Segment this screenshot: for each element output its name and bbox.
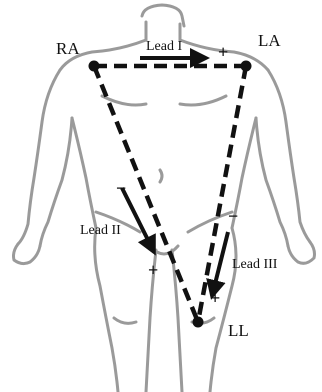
left-arm-inner bbox=[256, 118, 288, 246]
right-arm-outer bbox=[18, 70, 60, 244]
lead-3-label: Lead III bbox=[232, 257, 278, 272]
ll-electrode-dot bbox=[193, 317, 204, 328]
left-arm-outer bbox=[268, 70, 310, 242]
ra-electrode-dot bbox=[89, 61, 100, 72]
lead-2-negative-sign: − bbox=[116, 178, 126, 198]
lead-3-arrow bbox=[212, 232, 228, 296]
neck-outline bbox=[146, 22, 180, 40]
torso-left-side bbox=[72, 118, 96, 228]
right-hand-outline bbox=[14, 244, 41, 264]
la-electrode-dot bbox=[241, 61, 252, 72]
lead-1-label: Lead I bbox=[146, 39, 182, 54]
head-outline bbox=[142, 5, 184, 26]
right-leg-outer bbox=[95, 228, 118, 392]
lead-2-positive-sign: + bbox=[148, 260, 158, 280]
ll-label: LL bbox=[228, 321, 249, 340]
hip-line-right bbox=[188, 212, 232, 232]
left-hand-outline bbox=[288, 242, 315, 263]
lead-1-positive-sign: + bbox=[218, 42, 228, 62]
right-knee-mark bbox=[114, 318, 136, 323]
navel-mark bbox=[160, 170, 162, 182]
right-arm-inner bbox=[40, 118, 72, 246]
lead-3-negative-sign: − bbox=[228, 206, 238, 226]
body-outline bbox=[14, 5, 315, 392]
chest-line-right bbox=[180, 96, 226, 105]
lead-3-positive-sign: + bbox=[210, 288, 220, 308]
ra-label: RA bbox=[56, 39, 80, 58]
la-label: LA bbox=[258, 31, 281, 50]
lead-2-label: Lead II bbox=[80, 223, 121, 238]
